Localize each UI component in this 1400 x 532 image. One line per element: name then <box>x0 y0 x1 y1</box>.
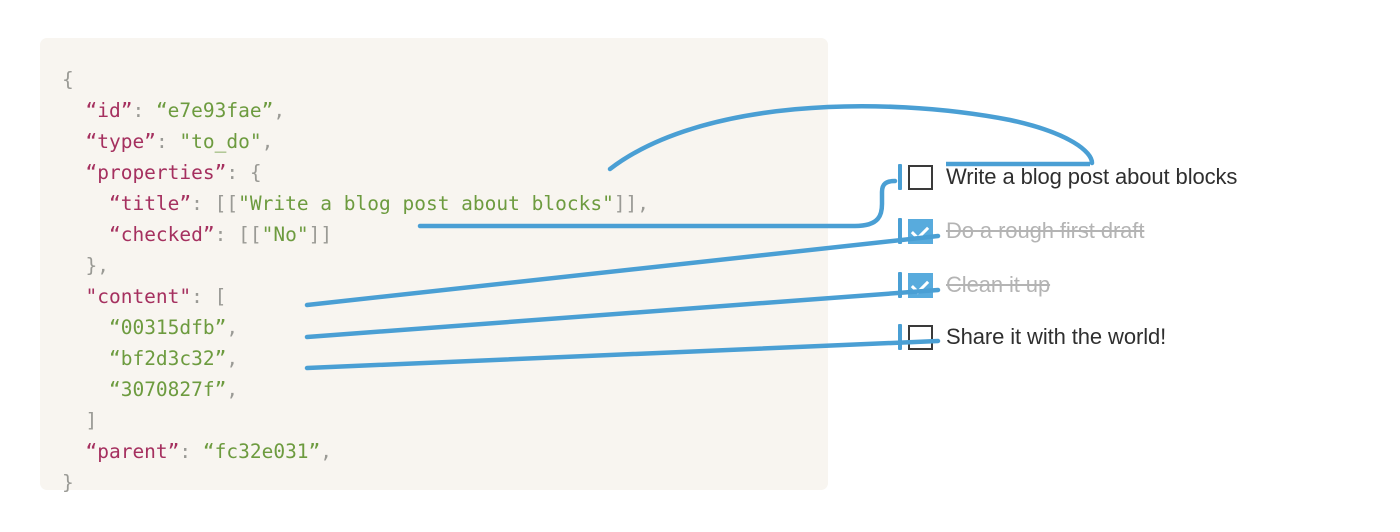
code-token-key: "content" <box>85 285 192 308</box>
code-line: “id”: “e7e93fae”, <box>62 95 649 126</box>
code-token-punc: , <box>226 316 239 339</box>
code-token-str: “3070827f” <box>108 378 227 401</box>
code-token-punc: : [[ <box>214 223 262 246</box>
code-line: “checked”: [["No"]] <box>62 219 649 250</box>
todo-item[interactable]: Write a blog post about blocks <box>898 160 1237 194</box>
code-line: ] <box>62 405 649 436</box>
todo-item-label: Clean it up <box>946 272 1051 297</box>
todo-item-label: Share it with the world! <box>946 324 1167 349</box>
code-token-punc: { <box>62 68 74 91</box>
todo-item[interactable]: Share it with the world! <box>898 320 1166 354</box>
code-token-punc <box>62 440 85 463</box>
code-line: “3070827f”, <box>62 374 649 405</box>
connector-tick-icon <box>898 324 902 350</box>
code-token-punc <box>62 378 109 401</box>
code-token-punc: : [[ <box>191 192 239 215</box>
code-token-punc: , <box>273 99 286 122</box>
connector-tick-icon <box>898 272 902 298</box>
code-token-punc <box>62 223 109 246</box>
code-token-punc <box>62 192 109 215</box>
todo-item-label: Do a rough first draft <box>946 218 1145 243</box>
code-token-str: "Write a blog post about blocks" <box>238 192 614 215</box>
code-token-str: "to_do" <box>179 130 262 153</box>
code-token-punc <box>62 130 85 153</box>
code-token-punc <box>62 99 85 122</box>
code-line: "content": [ <box>62 281 649 312</box>
connector-tick-icon <box>898 218 902 244</box>
code-token-punc: } <box>62 471 74 494</box>
code-token-key: “type” <box>85 130 156 153</box>
code-token-punc: : <box>179 440 203 463</box>
code-token-str: "No" <box>261 223 309 246</box>
code-token-punc: ]] <box>308 223 333 246</box>
code-token-punc: }, <box>62 254 109 277</box>
connector-tick-icon <box>898 164 902 190</box>
json-code-panel: { “id”: “e7e93fae”, “type”: "to_do", “pr… <box>40 38 828 494</box>
code-token-punc: , <box>261 130 274 153</box>
code-token-key: “parent” <box>85 440 180 463</box>
code-token-key: “checked” <box>108 223 215 246</box>
checkbox-checked-icon[interactable] <box>908 272 933 298</box>
code-token-punc: : <box>155 130 180 153</box>
todo-item-label: Write a blog post about blocks <box>946 164 1238 189</box>
code-token-key: “id” <box>85 99 133 122</box>
code-token-key: “title” <box>108 192 192 215</box>
code-token-punc <box>62 347 109 370</box>
checkbox-unchecked-icon[interactable] <box>908 164 933 190</box>
code-token-punc <box>62 316 109 339</box>
code-line: “type”: "to_do", <box>62 126 649 157</box>
json-code-listing: { “id”: “e7e93fae”, “type”: "to_do", “pr… <box>62 64 649 498</box>
checkbox-unchecked-icon[interactable] <box>908 324 933 350</box>
code-token-punc: ]], <box>613 192 650 215</box>
code-token-str: “bf2d3c32” <box>108 347 227 370</box>
code-token-punc: , <box>226 347 239 370</box>
code-line: “properties”: { <box>62 157 649 188</box>
code-line: “bf2d3c32”, <box>62 343 649 374</box>
code-token-punc: , <box>226 378 239 401</box>
code-token-punc: ] <box>62 409 98 432</box>
code-token-str: “e7e93fae” <box>155 99 274 122</box>
code-line: “00315dfb”, <box>62 312 649 343</box>
code-token-punc: : <box>132 99 156 122</box>
todo-item[interactable]: Clean it up <box>898 268 1050 302</box>
code-token-key: “properties” <box>85 161 227 184</box>
code-line: “parent”: “fc32e031”, <box>62 436 649 467</box>
code-token-punc <box>62 161 85 184</box>
checkbox-checked-icon[interactable] <box>908 218 933 244</box>
todo-item[interactable]: Do a rough first draft <box>898 214 1144 248</box>
code-token-punc: : { <box>226 161 262 184</box>
code-token-str: “00315dfb” <box>108 316 227 339</box>
code-line: { <box>62 64 649 95</box>
code-line: }, <box>62 250 649 281</box>
code-token-punc: : [ <box>191 285 227 308</box>
code-token-punc: , <box>320 440 333 463</box>
code-token-str: “fc32e031” <box>202 440 321 463</box>
code-line: } <box>62 467 649 498</box>
code-token-punc <box>62 285 85 308</box>
code-line: “title”: [["Write a blog post about bloc… <box>62 188 649 219</box>
